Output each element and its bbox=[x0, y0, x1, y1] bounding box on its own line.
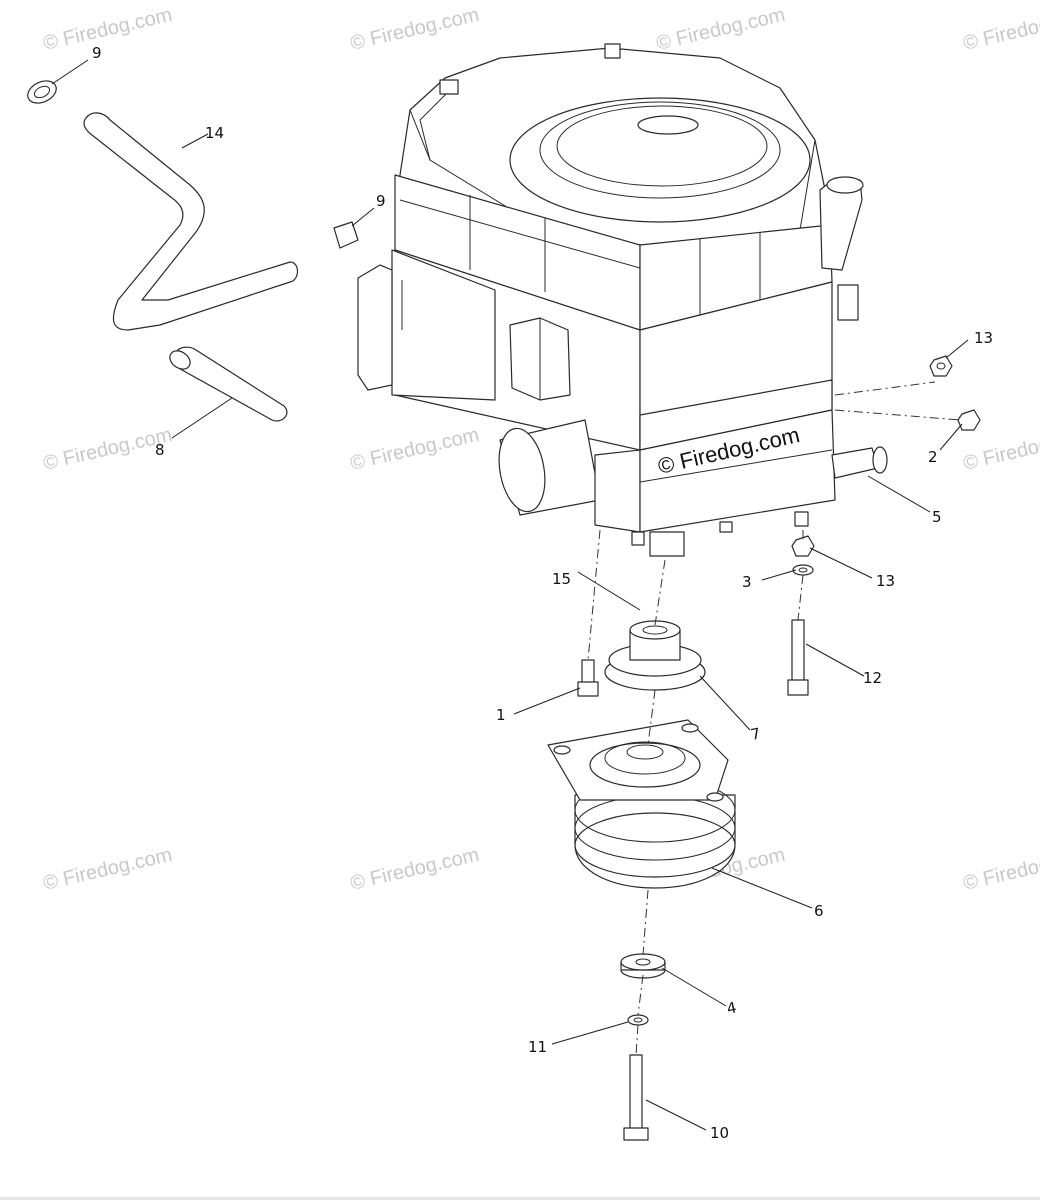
bolt-12 bbox=[787, 619, 809, 696]
nut-13-lower bbox=[791, 535, 815, 557]
assembly-lines bbox=[587, 381, 961, 1056]
callout-3: 3 bbox=[742, 573, 752, 591]
watermark-text: © Firedog.com bbox=[348, 424, 481, 475]
bottom-divider bbox=[0, 1197, 1040, 1200]
clamp-9-upper bbox=[27, 80, 57, 104]
clamp-9-lower bbox=[333, 221, 359, 249]
callout-11: 11 bbox=[528, 1038, 547, 1056]
callout-1: 1 bbox=[496, 706, 506, 724]
watermark-text: © Firedog.com bbox=[41, 844, 174, 895]
bolt-1 bbox=[577, 659, 599, 697]
callout-4: 4 bbox=[725, 998, 738, 1018]
hose-14 bbox=[83, 112, 299, 331]
callout-8: 8 bbox=[155, 441, 165, 459]
nut-13-upper bbox=[929, 355, 953, 377]
callout-14: 14 bbox=[205, 124, 224, 142]
callout-7: 7 bbox=[749, 724, 762, 744]
callout-5: 5 bbox=[932, 508, 942, 526]
watermark-text: © Firedog.com bbox=[41, 4, 174, 55]
leader-lines bbox=[51, 59, 969, 1131]
nut-2 bbox=[957, 409, 981, 431]
clutch-6 bbox=[547, 719, 736, 889]
watermark-text: © Firedog.com bbox=[654, 4, 787, 55]
callout-12: 12 bbox=[863, 669, 882, 687]
engine-block bbox=[357, 43, 888, 557]
callout-labels: 9 14 9 8 13 2 5 13 3 12 15 1 7 6 4 11 10 bbox=[92, 44, 993, 1142]
pulley-7 bbox=[604, 620, 706, 691]
callout-15: 15 bbox=[552, 570, 571, 588]
callout-13-upper: 13 bbox=[974, 329, 993, 347]
watermark-text: © Firedog.com bbox=[961, 4, 1040, 55]
bolt-10 bbox=[623, 1054, 649, 1141]
callout-10: 10 bbox=[710, 1124, 729, 1142]
callout-9-upper: 9 bbox=[92, 44, 102, 62]
callout-2: 2 bbox=[928, 448, 938, 466]
washer-3 bbox=[792, 564, 814, 576]
callout-13-lower: 13 bbox=[876, 572, 895, 590]
hose-8 bbox=[169, 346, 288, 422]
callout-9-lower: 9 bbox=[376, 192, 386, 210]
callout-6: 6 bbox=[814, 902, 824, 920]
watermark-text: © Firedog.com bbox=[348, 4, 481, 55]
washer-4 bbox=[620, 953, 666, 979]
watermark-text: © Firedog.com bbox=[961, 844, 1040, 895]
lock-washer-11 bbox=[627, 1014, 649, 1026]
watermark-text: © Firedog.com bbox=[961, 424, 1040, 475]
watermark-text: © Firedog.com bbox=[348, 844, 481, 895]
